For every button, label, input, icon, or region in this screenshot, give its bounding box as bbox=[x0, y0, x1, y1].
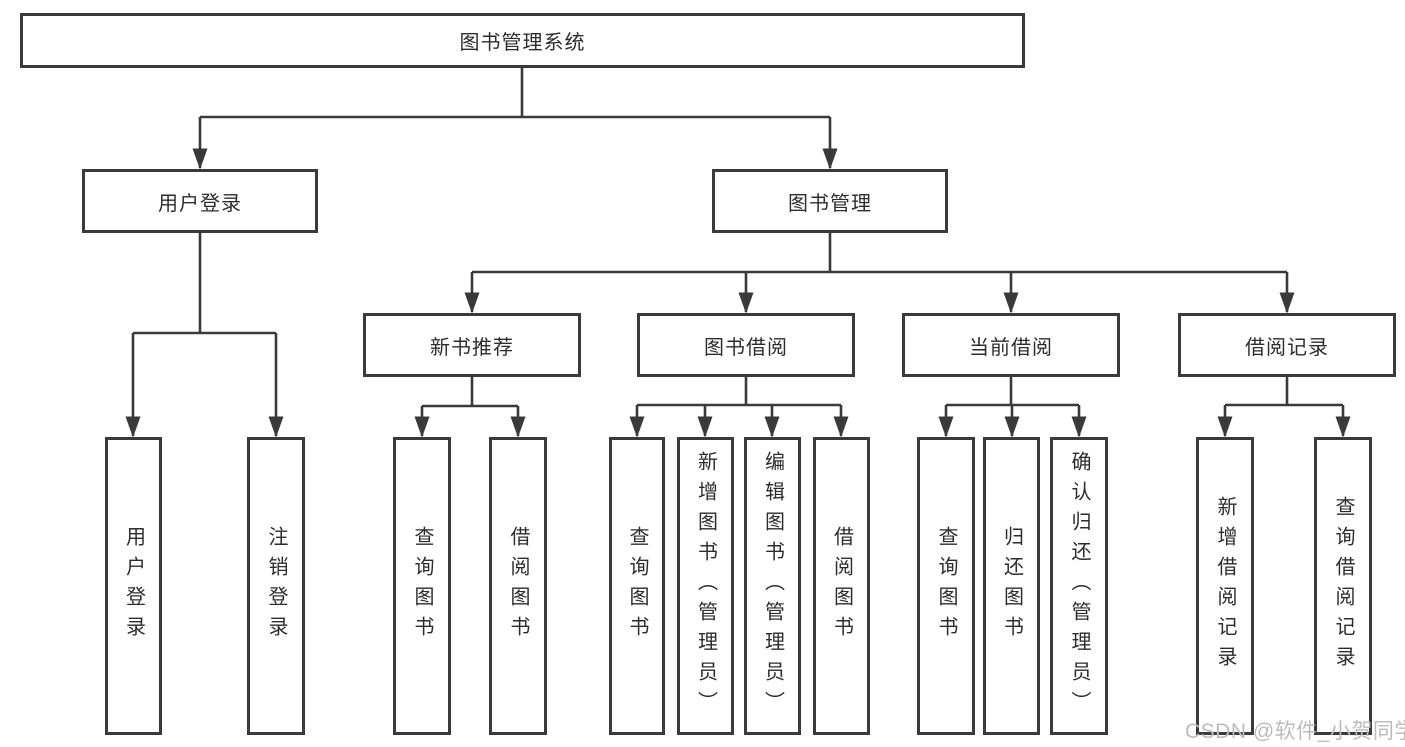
leaf-records-query: 查询借阅记录 bbox=[1314, 437, 1372, 735]
node-borrow-records: 借阅记录 bbox=[1178, 313, 1396, 377]
watermark: CSDN @软件_小贺同学 bbox=[1185, 720, 1405, 743]
leaf-label: 确认归还（管理员） bbox=[1068, 451, 1090, 721]
node-book-borrow: 图书借阅 bbox=[637, 313, 855, 377]
node-book-manage-label: 图书管理 bbox=[788, 192, 872, 215]
node-book-borrow-label: 图书借阅 bbox=[704, 336, 788, 359]
leaf-label: 查询图书 bbox=[935, 526, 957, 646]
leaf-label: 查询图书 bbox=[626, 526, 648, 646]
leaf-label: 注销登录 bbox=[265, 526, 287, 646]
leaf-label: 用户登录 bbox=[122, 526, 145, 646]
leaf-label: 查询图书 bbox=[411, 526, 433, 646]
leaf-newbooks-query: 查询图书 bbox=[393, 437, 451, 735]
node-borrow-records-label: 借阅记录 bbox=[1245, 336, 1329, 359]
leaf-borrow-add-admin: 新增图书（管理员） bbox=[677, 437, 734, 735]
leaf-label: 新增图书（管理员） bbox=[694, 451, 717, 721]
leaf-newbooks-borrow: 借阅图书 bbox=[489, 437, 547, 735]
leaf-logout: 注销登录 bbox=[247, 437, 305, 735]
node-current-borrow-label: 当前借阅 bbox=[969, 336, 1053, 359]
leaf-current-return: 归还图书 bbox=[983, 437, 1040, 735]
leaf-label: 新增借阅记录 bbox=[1214, 496, 1236, 676]
node-book-manage: 图书管理 bbox=[712, 169, 948, 233]
arrow-lines bbox=[125, 117, 1351, 438]
node-new-books: 新书推荐 bbox=[363, 313, 581, 377]
node-root: 图书管理系统 bbox=[20, 13, 1025, 68]
leaf-user-login: 用户登录 bbox=[105, 437, 162, 735]
node-root-label: 图书管理系统 bbox=[459, 32, 586, 54]
leaf-current-confirm-admin: 确认归还（管理员） bbox=[1050, 437, 1108, 735]
leaf-label: 归还图书 bbox=[1000, 526, 1023, 646]
leaf-borrow-edit-admin: 编辑图书（管理员） bbox=[744, 437, 801, 735]
leaf-borrow-borrow: 借阅图书 bbox=[813, 437, 870, 735]
leaf-label: 查询借阅记录 bbox=[1332, 496, 1354, 676]
leaf-label: 借阅图书 bbox=[507, 526, 529, 646]
node-user-login-label: 用户登录 bbox=[158, 192, 242, 215]
leaf-records-add: 新增借阅记录 bbox=[1196, 437, 1254, 735]
node-new-books-label: 新书推荐 bbox=[430, 336, 514, 359]
node-user-login: 用户登录 bbox=[82, 169, 318, 233]
node-current-borrow: 当前借阅 bbox=[902, 313, 1120, 377]
branch-lines bbox=[133, 68, 1343, 408]
leaf-current-query: 查询图书 bbox=[917, 437, 975, 735]
leaf-label: 编辑图书（管理员） bbox=[761, 451, 784, 721]
leaf-borrow-query: 查询图书 bbox=[609, 437, 665, 735]
leaf-label: 借阅图书 bbox=[830, 526, 853, 646]
